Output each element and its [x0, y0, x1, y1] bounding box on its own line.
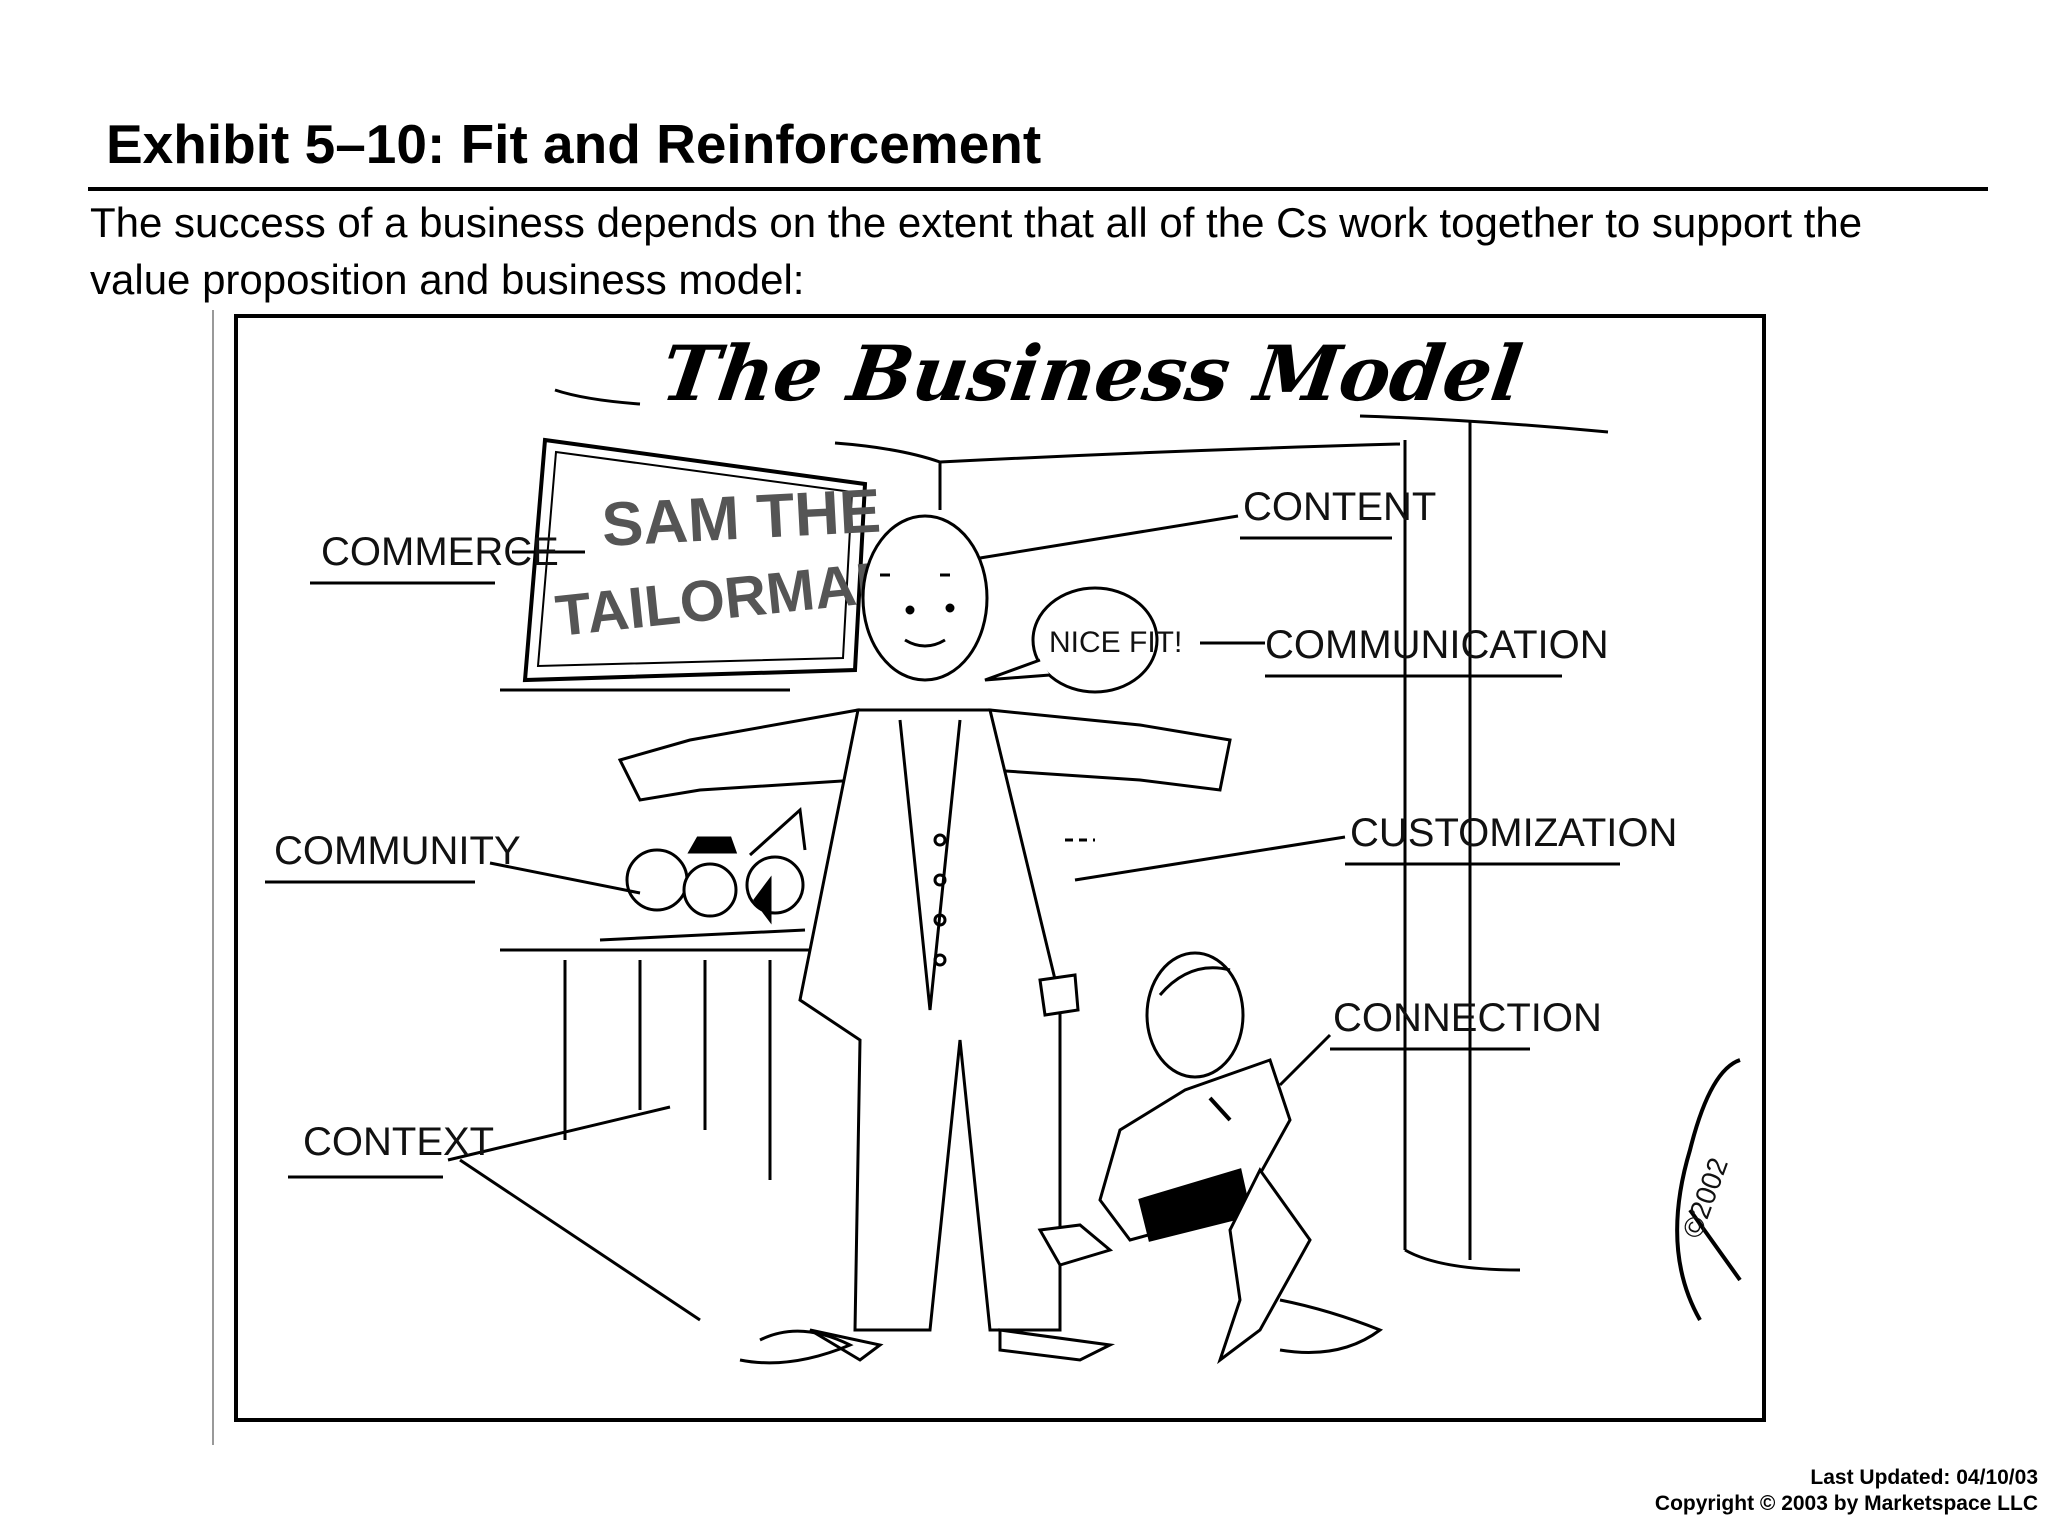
- svg-text:COMMUNITY: COMMUNITY: [274, 829, 521, 873]
- svg-text:CONTENT: CONTENT: [1243, 485, 1436, 529]
- label-content: CONTENT: [1240, 485, 1436, 540]
- sign-line-1: SAM THE: [600, 476, 882, 560]
- svg-text:COMMUNICATION: COMMUNICATION: [1265, 623, 1609, 667]
- page-title: Exhibit 5–10: Fit and Reinforcement: [106, 113, 1042, 175]
- tailor-figure: [1037, 951, 1312, 1365]
- cartoon-title: The Business Model: [656, 329, 1527, 419]
- label-community: COMMUNITY: [265, 829, 521, 884]
- svg-text:CONNECTION: CONNECTION: [1333, 996, 1602, 1040]
- customer-figure: [617, 514, 1232, 1362]
- last-updated: Last Updated: 04/10/03: [1810, 1466, 2038, 1489]
- tailor-shop-sign: SAM THE TAILORMAN: [522, 437, 901, 683]
- title-rule: [88, 187, 1988, 191]
- page-subtitle: The success of a business depends on the…: [90, 199, 1863, 303]
- label-commerce: COMMERCE: [310, 530, 559, 585]
- label-context: CONTEXT: [288, 1120, 494, 1179]
- speech-text: NICE FIT!: [1049, 626, 1182, 659]
- svg-text:COMMERCE: COMMERCE: [321, 530, 559, 574]
- label-customization: CUSTOMIZATION: [1345, 811, 1677, 866]
- community-figures: [599, 806, 807, 942]
- speech-bubble: NICE FIT!: [984, 586, 1182, 694]
- label-communication: COMMUNICATION: [1265, 623, 1609, 678]
- copyright: Copyright © 2003 by Marketspace LLC: [1654, 1492, 2038, 1515]
- label-connection: CONNECTION: [1330, 996, 1602, 1051]
- svg-text:CUSTOMIZATION: CUSTOMIZATION: [1350, 811, 1677, 855]
- svg-text:CONTEXT: CONTEXT: [303, 1120, 494, 1164]
